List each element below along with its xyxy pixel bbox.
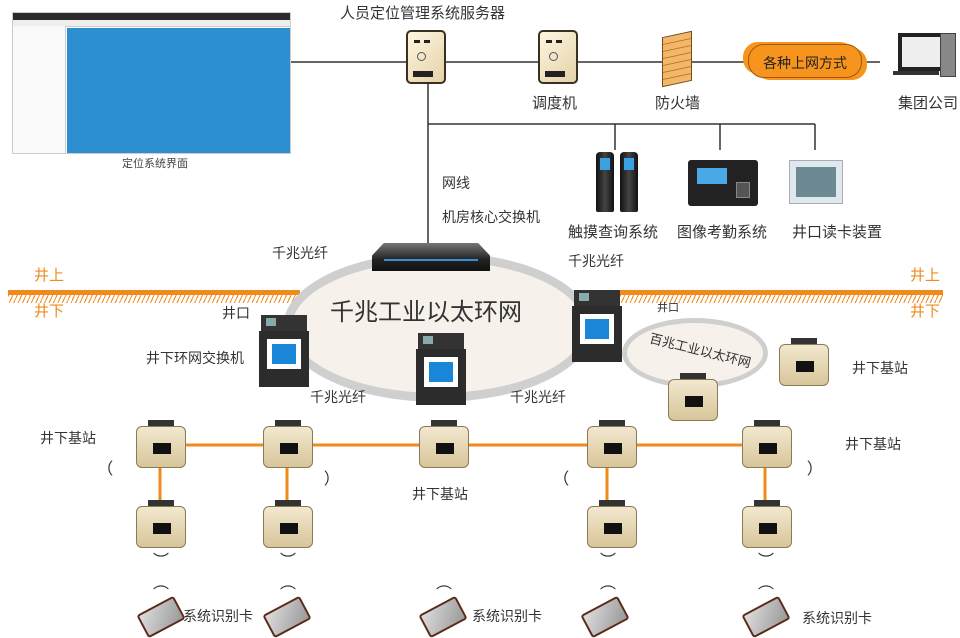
fiber-label: 千兆光纤	[568, 254, 624, 270]
server-label: 人员定位管理系统服务器	[340, 4, 506, 22]
base-station-label: 井下基站	[845, 437, 901, 453]
signal-wave-icon: ︶	[551, 469, 571, 487]
signal-wave-icon: ︶	[153, 551, 170, 570]
thumbnail-caption: 定位系统界面	[122, 157, 188, 170]
wellhead-label-left: 井口	[222, 306, 250, 322]
signal-wave-icon: ︶	[600, 551, 617, 570]
signal-wave-icon: ︵	[153, 573, 170, 592]
mine-map	[67, 28, 290, 153]
base-station-icon	[587, 500, 637, 548]
base-station-icon	[263, 420, 313, 468]
positioning-ui-thumbnail	[12, 12, 291, 154]
group-label: 集团公司	[898, 94, 959, 112]
firewall-icon	[662, 30, 692, 88]
internet-cloud-icon: 各种上网方式	[748, 44, 862, 78]
signal-wave-icon: ︵	[758, 573, 775, 592]
signal-wave-icon: ︵	[280, 573, 297, 592]
id-card-label: 系统识别卡	[802, 611, 872, 627]
dispatcher-label: 调度机	[532, 94, 578, 112]
core-switch-icon	[372, 243, 490, 271]
ug-ring-switch-icon	[259, 315, 309, 387]
server-icon	[406, 30, 446, 84]
attendance-terminal-icon	[688, 160, 758, 206]
above-ground-label-left: 井上	[34, 266, 65, 284]
signal-wave-icon: ︶	[758, 551, 775, 570]
base-station-label: 井下基站	[852, 361, 908, 377]
id-card-label: 系统识别卡	[472, 609, 542, 625]
fiber-label: 千兆光纤	[310, 390, 366, 406]
base-station-label: 井下基站	[40, 431, 96, 447]
attendance-label: 图像考勤系统	[677, 223, 768, 241]
reader-label: 井口读卡装置	[792, 223, 883, 241]
internet-label: 各种上网方式	[763, 56, 847, 72]
ug-ring-switch-icon	[416, 333, 466, 405]
computer-icon	[898, 33, 944, 71]
base-station-label: 井下基站	[412, 487, 468, 503]
computer-tower	[940, 33, 956, 77]
base-station-icon	[742, 500, 792, 548]
base-station-icon	[779, 338, 829, 386]
signal-wave-icon: ︶	[95, 459, 115, 477]
signal-wave-icon: ︵	[436, 573, 453, 592]
ground-line-right	[595, 290, 943, 295]
computer-base	[893, 71, 939, 75]
base-station-icon	[419, 420, 469, 468]
card-reader-icon	[789, 160, 843, 204]
base-station-icon	[136, 420, 186, 468]
dispatcher-icon	[538, 30, 578, 84]
ground-hatch-left	[8, 295, 300, 303]
ground-line-left	[8, 290, 300, 295]
below-ground-label-right: 井下	[910, 302, 941, 320]
below-ground-label-left: 井下	[34, 302, 65, 320]
gigabit-ring-label: 千兆工业以太环网	[330, 298, 522, 326]
base-station-icon	[136, 500, 186, 548]
ug-ring-switch-icon	[572, 290, 622, 362]
firewall-label: 防火墙	[655, 94, 701, 112]
fiber-label: 千兆光纤	[272, 246, 328, 262]
signal-wave-icon: ︶	[323, 469, 343, 487]
base-station-icon	[263, 500, 313, 548]
kiosk-icon	[596, 152, 614, 212]
signal-wave-icon: ︵	[600, 573, 617, 592]
fiber-label: 千兆光纤	[510, 390, 566, 406]
base-station-icon	[668, 373, 718, 421]
base-station-icon	[587, 420, 637, 468]
ground-hatch-right	[620, 295, 943, 303]
core-switch-label: 机房核心交换机	[442, 210, 540, 226]
ug-switch-label: 井下环网交换机	[146, 351, 244, 367]
cable-label: 网线	[442, 176, 470, 192]
kiosk-label: 触摸查询系统	[568, 223, 659, 241]
above-ground-label-right: 井上	[910, 266, 941, 284]
base-station-icon	[742, 420, 792, 468]
wellhead-label-right: 井口	[657, 301, 679, 314]
kiosk-icon	[620, 152, 638, 212]
signal-wave-icon: ︶	[806, 459, 826, 477]
id-card-label: 系统识别卡	[183, 609, 253, 625]
signal-wave-icon: ︶	[280, 551, 297, 570]
